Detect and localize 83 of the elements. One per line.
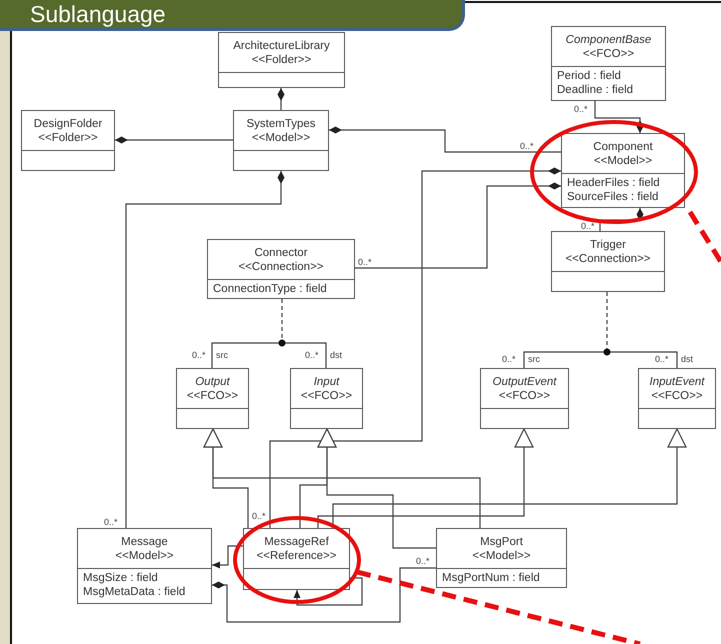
title: Sublanguage <box>30 1 166 27</box>
stereotype-label: <<Reference>> <box>256 548 336 562</box>
class-box <box>21 110 115 171</box>
multiplicity-label: 0..* <box>520 141 534 151</box>
role-label: 0..* <box>305 350 319 360</box>
composition-line <box>594 101 644 133</box>
multiplicity-label: 0..* <box>252 511 266 521</box>
stereotype-label: <<Model>> <box>252 130 310 144</box>
stereotype-label: <<Folder>> <box>38 130 98 144</box>
inheritance-arrow <box>203 428 481 528</box>
class-name: ComponentBase <box>566 32 652 46</box>
class-box <box>243 528 350 590</box>
class-box <box>290 368 363 429</box>
stereotype-label: <<Model>> <box>472 548 531 562</box>
class-name: OutputEvent <box>492 374 556 388</box>
reference-arrow <box>294 577 363 606</box>
stereotype-label: <<Connection>> <box>238 260 324 274</box>
class-name: Output <box>195 374 230 388</box>
multiplicity-label: 0..* <box>581 221 595 231</box>
class-box <box>207 239 355 299</box>
composition-line <box>278 88 284 110</box>
association-line <box>211 342 327 368</box>
composition-line <box>269 168 561 528</box>
stereotype-label: <<Model>> <box>594 154 652 168</box>
attribute-text: MsgSize : field <box>83 571 159 585</box>
class-name: MsgPort <box>480 534 523 548</box>
class-name: DesignFolder <box>34 116 102 130</box>
role-label: dst <box>681 354 694 364</box>
attribute-text: MsgPortNum : field <box>442 571 541 585</box>
class-box <box>638 368 716 429</box>
class-box <box>77 528 212 604</box>
class-name: Message <box>121 534 168 548</box>
class-box <box>436 528 567 588</box>
stereotype-label: <<FCO>> <box>186 388 238 402</box>
composition-line <box>355 182 561 269</box>
role-label: 0..* <box>502 354 516 364</box>
class-name: Input <box>314 374 340 388</box>
multiplicity-label: 0..* <box>104 517 118 527</box>
composition-line <box>212 567 436 623</box>
class-box <box>561 133 685 208</box>
stereotype-label: <<FCO>> <box>582 46 634 60</box>
multiplicity-label: 0..* <box>416 556 430 566</box>
composition-line <box>329 126 561 153</box>
attribute-text: Period : field <box>557 69 622 83</box>
class-name: InputEvent <box>650 374 704 388</box>
class-box <box>551 26 666 101</box>
stereotype-label: <<Model>> <box>115 548 174 562</box>
attribute-text: ConnectionType : field <box>213 282 328 296</box>
multiplicity-label: 0..* <box>358 257 372 267</box>
composition-line <box>125 171 284 528</box>
role-label: src <box>216 350 228 360</box>
association-line <box>523 351 678 368</box>
role-label: 0..* <box>655 354 669 364</box>
class-box <box>233 110 329 171</box>
class-name: MessageRef <box>264 534 329 548</box>
attribute-text: Deadline : field <box>557 83 634 97</box>
attribute-text: HeaderFiles : field <box>567 176 661 190</box>
inheritance-arrow <box>317 428 436 549</box>
role-label: src <box>528 354 540 364</box>
role-label: 0..* <box>192 350 206 360</box>
class-name: Connector <box>254 246 308 260</box>
role-label: dst <box>330 350 342 360</box>
class-name: Component <box>593 140 653 154</box>
class-box <box>480 368 569 429</box>
inheritance-arrow <box>317 428 534 528</box>
class-box <box>176 368 249 429</box>
stereotype-label: <<FCO>> <box>498 388 550 402</box>
association-class-link <box>278 299 286 346</box>
multiplicity-label: 0..* <box>574 104 588 114</box>
stereotype-label: <<Connection>> <box>565 252 651 266</box>
class-box <box>551 231 665 292</box>
attribute-text: SourceFiles : field <box>567 190 660 204</box>
stereotype-label: <<Folder>> <box>252 52 312 66</box>
reference-arrow <box>212 545 243 568</box>
attribute-text: MsgMetaData : field <box>83 585 186 599</box>
composition-line <box>115 136 233 144</box>
class-name: SystemTypes <box>246 116 316 130</box>
stereotype-label: <<FCO>> <box>300 388 352 402</box>
class-name: ArchitectureLibrary <box>233 38 330 52</box>
stereotype-label: <<FCO>> <box>651 388 703 402</box>
class-box <box>218 32 345 88</box>
association-class-link <box>604 292 610 356</box>
class-name: Trigger <box>590 238 626 252</box>
